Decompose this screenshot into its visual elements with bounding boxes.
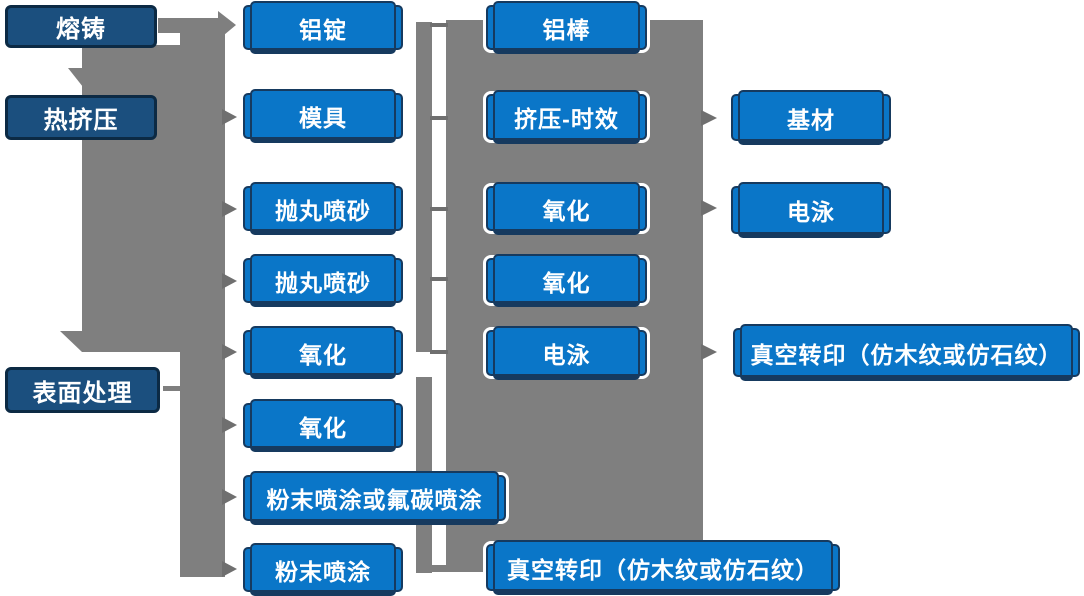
- node-lvding: 铝锭: [243, 1, 403, 54]
- arrow-down-biaomianchuli-icon: [60, 331, 104, 352]
- tie-line-row5: [430, 350, 448, 354]
- node-muju: 模具: [243, 89, 403, 143]
- tie-line-row3: [430, 207, 448, 211]
- arrow-right-muju-icon: [222, 109, 237, 125]
- node-paowan-2: 抛丸喷砂: [243, 254, 403, 307]
- arrow-right-fenmo-icon: [222, 561, 237, 577]
- arrow-right-fenmo-futan-icon: [222, 489, 237, 505]
- connector-top-band: [158, 18, 220, 33]
- arrow-right-yanghua-c2b-icon: [222, 417, 237, 433]
- node-yanghua-c3a: 氧化: [486, 182, 647, 235]
- arrow-right-jicai-icon: [701, 110, 717, 126]
- connector-band-left-tall: [180, 18, 225, 577]
- tie-line-row2: [430, 116, 448, 120]
- node-yanghua-c2b: 氧化: [243, 399, 403, 452]
- node-biaomianchuli: 表面处理: [5, 367, 160, 413]
- node-fenmo-futan: 粉末喷涂或氟碳喷涂: [243, 471, 506, 525]
- tie-line-row1: [430, 23, 448, 27]
- connector-band-middle-upper: [416, 22, 432, 352]
- arrow-right-paowan2-icon: [222, 273, 237, 289]
- node-fenmo: 粉末喷涂: [243, 543, 403, 596]
- node-paowan-1: 抛丸喷砂: [243, 182, 403, 235]
- arrow-right-zhenkong-c4-icon: [701, 344, 717, 360]
- node-dianyong-c3: 电泳: [486, 326, 647, 380]
- node-jiya-shixiao: 挤压-时效: [486, 90, 647, 144]
- node-rongzhu: 熔铸: [5, 5, 157, 48]
- node-lvbang: 铝棒: [486, 1, 647, 54]
- node-zhenkong-c3: 真空转印（仿木纹或仿石纹）: [486, 540, 840, 595]
- node-rejiya: 热挤压: [5, 95, 157, 140]
- node-dianyong-c4: 电泳: [731, 182, 891, 238]
- arrow-right-dianyong-c4-icon: [701, 200, 717, 216]
- arrow-down-rejiya-icon: [68, 68, 98, 87]
- node-zhenkong-c4: 真空转印（仿木纹或仿石纹）: [733, 324, 1080, 381]
- tie-line-row4: [430, 277, 448, 281]
- arrow-right-paowan1-icon: [222, 201, 237, 217]
- arrow-right-lvding-icon: [218, 11, 236, 40]
- node-yanghua-c2a: 氧化: [243, 326, 403, 379]
- arrow-right-yanghua-c2a-icon: [222, 344, 237, 360]
- connector-biaomianchuli-stub: [163, 386, 182, 391]
- node-jicai: 基材: [731, 90, 891, 145]
- node-yanghua-c3b: 氧化: [486, 254, 647, 307]
